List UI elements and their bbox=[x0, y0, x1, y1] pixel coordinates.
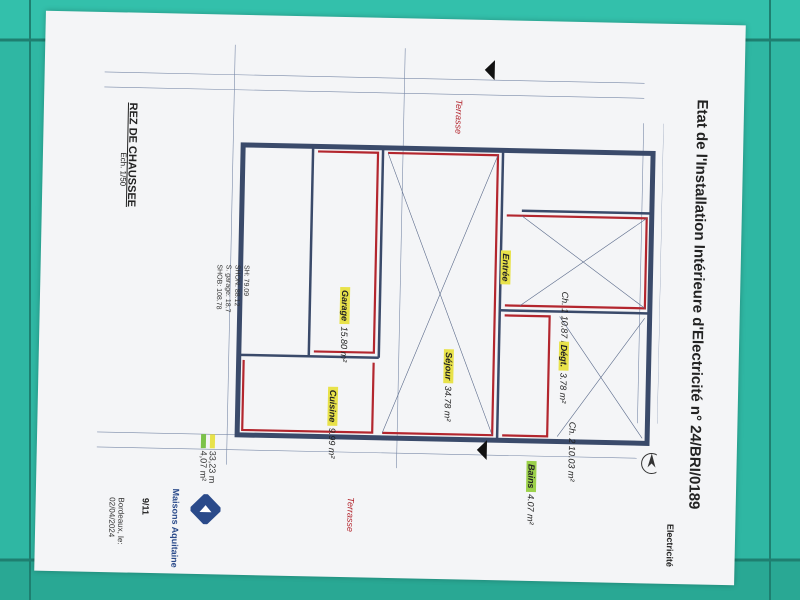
room-label-cuisine: Cuisine 9.99 m² bbox=[327, 386, 339, 458]
legend-swatch bbox=[209, 434, 215, 449]
floor-plan bbox=[96, 44, 665, 475]
room-label-sejour: Séjour 34.78 m² bbox=[442, 349, 454, 421]
electrical-report-sheet: Etat de l'Installation Intérieure d'Elec… bbox=[34, 10, 746, 586]
plan-scale: Ech. 1/50 bbox=[118, 152, 128, 187]
brand-label: Electricité bbox=[664, 523, 676, 568]
date-block: Bordeaux, le: 02/04/2024 bbox=[106, 497, 126, 545]
legend-block: 33,23 m 4,07 m² bbox=[198, 434, 218, 483]
room-label-bains: Bains 4.07 m² bbox=[525, 460, 537, 525]
legend-swatch bbox=[200, 434, 206, 449]
room-label-garage: Garage 15.80 m² bbox=[339, 286, 351, 362]
room-label-terrasse-top: Terrasse bbox=[453, 99, 465, 135]
room-label-entree: Entrée bbox=[500, 250, 512, 285]
page-number: 9/11 bbox=[140, 497, 151, 516]
room-label-degt: Dégt. 3.78 m² bbox=[558, 341, 570, 403]
surfaces-block: SH: 79.09 SHON: 88.12 S. garage: 18.7 SH… bbox=[214, 264, 250, 313]
company-logo: Maisons Aquitaine bbox=[120, 482, 241, 568]
legend-item-green: 4,07 m² bbox=[198, 434, 209, 483]
company-logo-icon bbox=[190, 493, 221, 525]
company-name: Maisons Aquitaine bbox=[169, 488, 181, 568]
room-label-terrasse-bottom: Terrasse bbox=[345, 497, 356, 533]
report-title: Etat de l'Installation Intérieure d'Elec… bbox=[685, 99, 711, 510]
room-label-ch2: Ch. 2 10.03 m² bbox=[566, 421, 578, 482]
